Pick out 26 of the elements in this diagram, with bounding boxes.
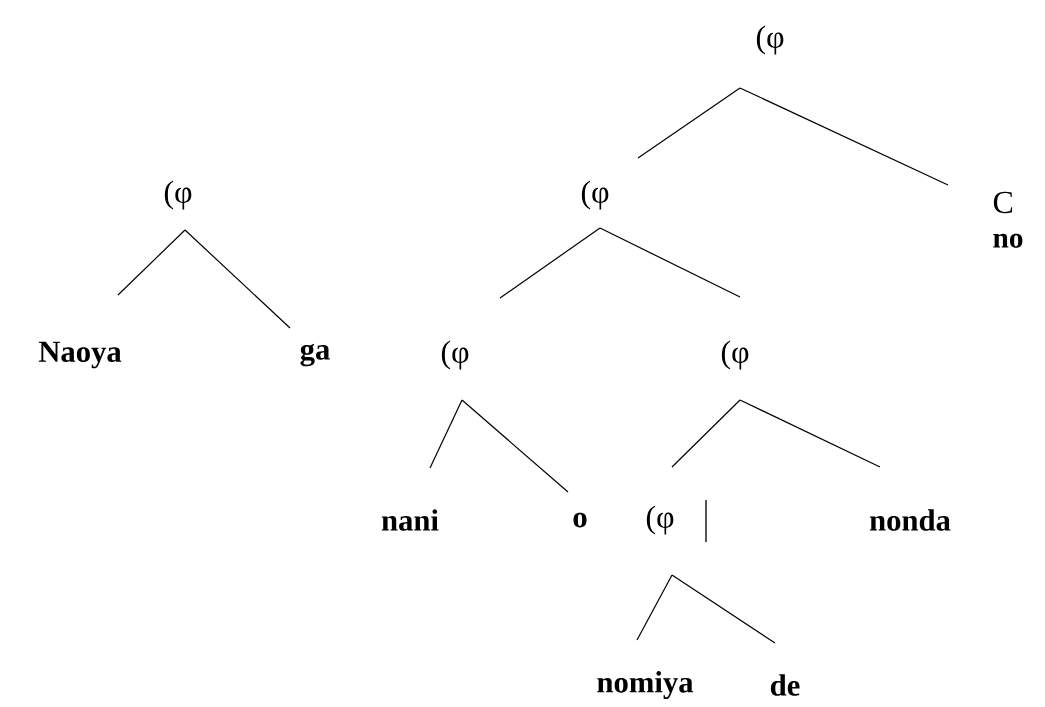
phrase-label: (φ bbox=[721, 340, 749, 370]
tree-branch bbox=[739, 87, 949, 186]
phrase-label: (φ bbox=[756, 25, 784, 55]
tree-branch bbox=[739, 399, 881, 468]
leaf-word: nomiya bbox=[597, 671, 694, 699]
tree-branch bbox=[429, 399, 463, 469]
tree-branch bbox=[117, 229, 186, 296]
phrase-label: (φ bbox=[646, 505, 674, 535]
tree-branch bbox=[499, 227, 601, 299]
phrase-label: (φ bbox=[581, 180, 609, 210]
tree-branch bbox=[671, 399, 741, 468]
leaf-word: nani bbox=[381, 509, 439, 531]
tree-branch bbox=[599, 227, 741, 298]
phrase-label: (φ bbox=[164, 180, 192, 210]
tree-branch bbox=[671, 574, 776, 644]
leaf-word: Naoya bbox=[38, 341, 122, 369]
leaf-word: C no bbox=[993, 191, 1023, 248]
leaf-word: nonda bbox=[869, 509, 951, 531]
tree-branch bbox=[637, 87, 741, 159]
leaf-word: ga bbox=[300, 343, 330, 367]
tree-branch bbox=[636, 574, 673, 641]
tree-branch bbox=[184, 229, 291, 329]
tree-branch bbox=[461, 399, 569, 493]
phrase-label: (φ bbox=[441, 340, 469, 370]
leaf-word: o bbox=[573, 512, 587, 528]
leaf-word: de bbox=[770, 674, 800, 696]
